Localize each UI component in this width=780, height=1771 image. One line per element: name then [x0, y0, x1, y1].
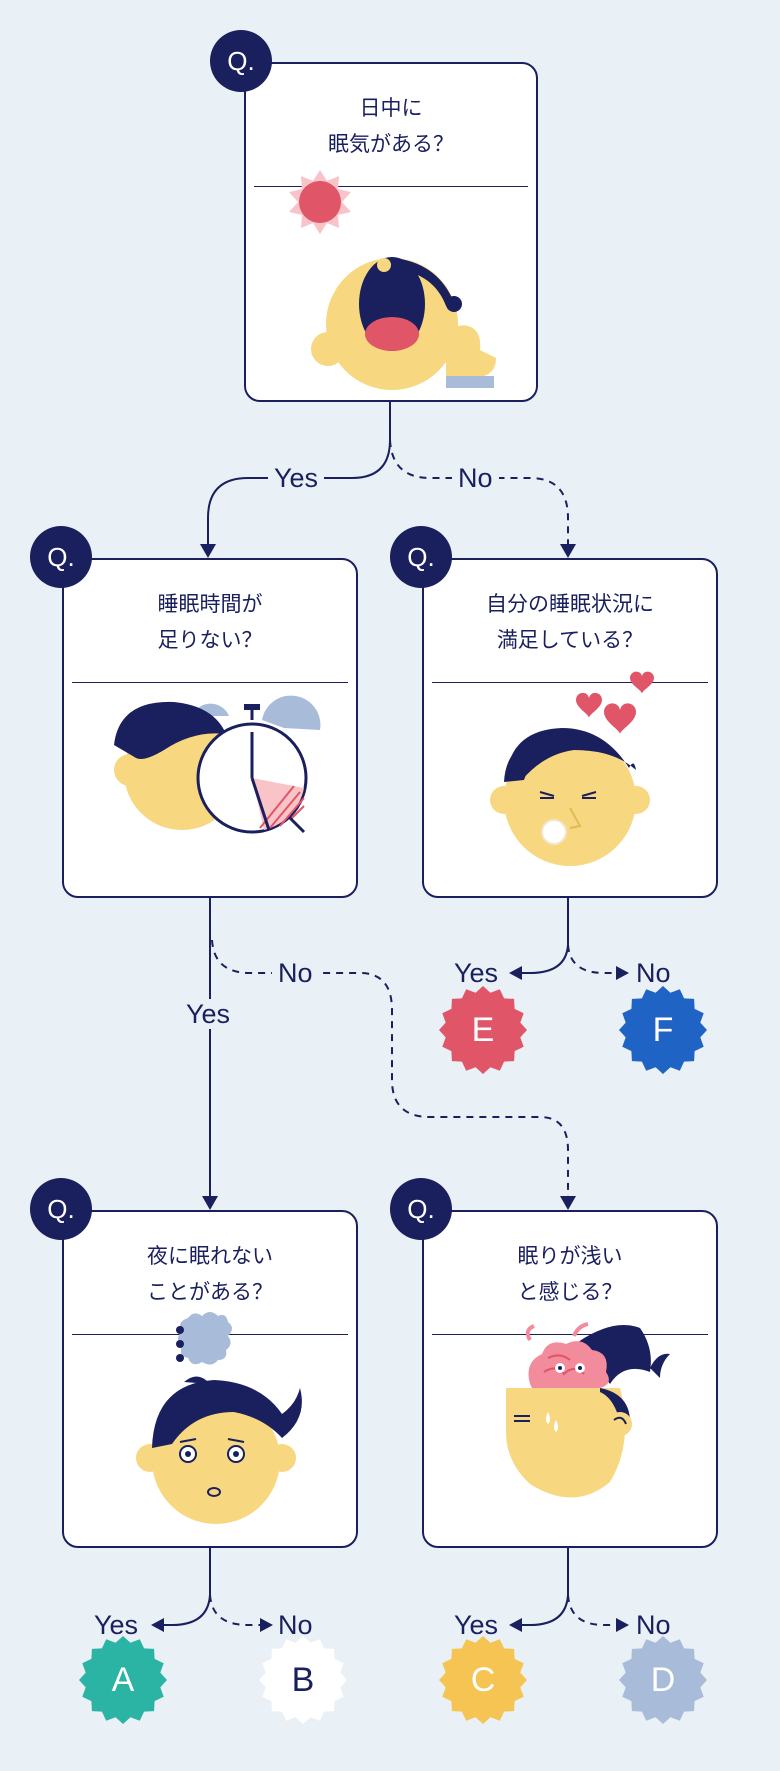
arrowhead-q5-no [616, 1618, 629, 1632]
result-label-d: D [650, 1661, 676, 1699]
q1-yes-label: Yes [268, 463, 325, 493]
heart-icons [576, 671, 654, 734]
result-badge-a: A [78, 1635, 168, 1725]
arrowhead-q4-yes [151, 1618, 164, 1632]
question-line-2: と感じる？ [517, 1280, 623, 1304]
question-line-1: 自分の睡眠状況に [486, 592, 654, 616]
q3-no-label: No [636, 958, 671, 988]
result-badge-f: F [618, 985, 708, 1075]
brain-icon [528, 1341, 609, 1388]
q5-no-label: No [636, 1610, 671, 1640]
card-divider [432, 1334, 708, 1335]
connector-q4-yes [162, 1547, 211, 1626]
question-text: 眠りが浅い と感じる？ [424, 1238, 716, 1310]
question-line-2: ことがある？ [147, 1280, 273, 1304]
result-label-f: F [652, 1011, 674, 1049]
question-card-sleep-duration: 睡眠時間が 足りない？ [62, 558, 358, 898]
sheep-icon [178, 1312, 232, 1365]
arrowhead-q5-yes [509, 1618, 522, 1632]
connector-q3-yes [520, 897, 569, 974]
arrowhead-q2-yes [202, 1196, 218, 1210]
question-line-2: 満足している？ [496, 628, 644, 652]
face-with-stopwatch-illustration [114, 695, 321, 834]
arrowhead-q1-yes [200, 544, 216, 558]
question-line-2: 眠気がある？ [328, 132, 454, 156]
question-line-1: 夜に眠れない [147, 1244, 273, 1268]
question-badge: Q. [210, 30, 272, 92]
q3-yes-label: Yes [454, 958, 499, 988]
arrowhead-q1-no [560, 544, 576, 558]
arrowhead-q3-yes [509, 966, 522, 980]
result-badge-c: C [438, 1635, 528, 1725]
yawning-face-illustration [289, 170, 496, 390]
question-line-1: 眠りが浅い [517, 1244, 623, 1268]
question-card-light-sleep: 眠りが浅い と感じる？ [422, 1210, 718, 1548]
connector-q4-no [209, 1594, 262, 1626]
q4-yes-label: Yes [94, 1610, 139, 1640]
result-badge-e: E [438, 985, 528, 1075]
question-card-sleep-satisfaction: 自分の睡眠状況に 満足している？ [422, 558, 718, 898]
question-text: 自分の睡眠状況に 満足している？ [424, 586, 716, 658]
connector-q5-yes [520, 1547, 569, 1626]
arrowhead-q2-no [560, 1196, 576, 1210]
q4-no-label: No [278, 1610, 313, 1640]
content-sleeping-face-illustration [490, 671, 654, 866]
result-badge-d: D [618, 1635, 708, 1725]
question-text: 日中に 眠気がある？ [246, 90, 536, 162]
question-line-1: 日中に [359, 96, 423, 120]
question-badge: Q. [30, 526, 92, 588]
question-line-2: 足りない？ [157, 628, 263, 652]
arrowhead-q3-no [616, 966, 629, 980]
card-divider [254, 186, 528, 187]
question-card-insomnia: 夜に眠れない ことがある？ [62, 1210, 358, 1548]
question-badge: Q. [390, 1178, 452, 1240]
card-divider [432, 682, 708, 683]
connector-q5-no [567, 1594, 618, 1626]
result-label-e: E [471, 1011, 495, 1049]
question-card-daytime-sleepiness: 日中に 眠気がある？ [244, 62, 538, 402]
sleepless-face-illustration [136, 1312, 302, 1524]
q2-no-label: No [272, 958, 319, 988]
card-divider [72, 682, 348, 683]
q2-yes-label: Yes [180, 999, 237, 1029]
result-label-b: B [291, 1661, 315, 1699]
question-badge: Q. [30, 1178, 92, 1240]
question-badge: Q. [390, 526, 452, 588]
result-label-c: C [470, 1661, 496, 1699]
arrowhead-q4-no [260, 1618, 273, 1632]
connector-q1-no [389, 439, 569, 548]
question-text: 睡眠時間が 足りない？ [64, 586, 356, 658]
q1-no-label: No [452, 463, 499, 493]
q5-yes-label: Yes [454, 1610, 499, 1640]
brain-face-illustration [506, 1322, 670, 1498]
question-line-1: 睡眠時間が [157, 592, 263, 616]
connector-q2-no [211, 939, 569, 1200]
result-badge-b: B [258, 1635, 348, 1725]
connector-q3-no [567, 944, 618, 974]
question-text: 夜に眠れない ことがある？ [64, 1238, 356, 1310]
result-label-a: A [111, 1661, 135, 1699]
